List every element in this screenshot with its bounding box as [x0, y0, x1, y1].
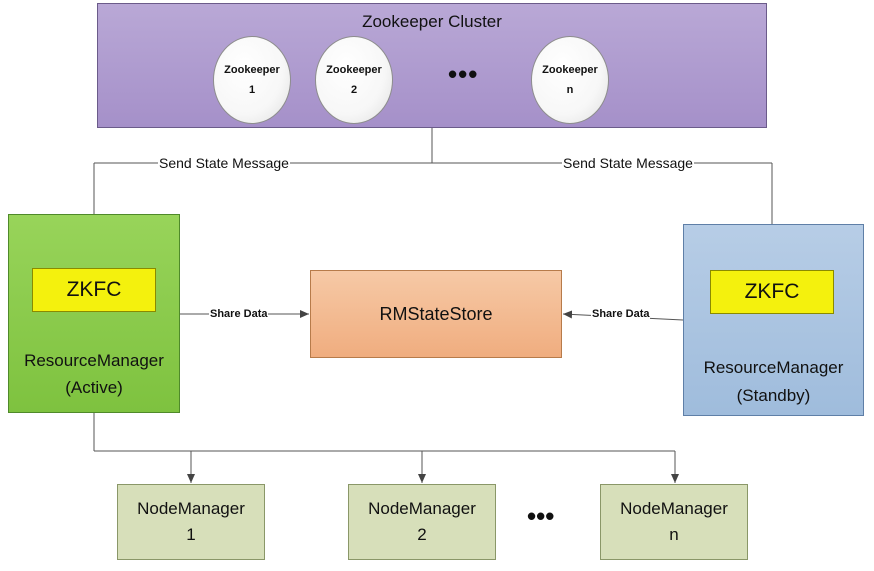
node-manager-id: 2: [417, 525, 427, 544]
node-manager-name: NodeManager: [620, 499, 728, 518]
zookeeper-ellipsis: •••: [448, 59, 479, 89]
send-state-label-left: Send State Message: [158, 155, 290, 171]
node-manager-name: NodeManager: [368, 499, 476, 518]
rm-state-store: RMStateStore: [310, 270, 562, 358]
node-manager-id: n: [669, 525, 679, 544]
share-data-label-right: Share Data: [591, 307, 651, 321]
rm-standby-title: ResourceManager: [703, 358, 844, 377]
node-manager-1: NodeManager 1: [117, 484, 265, 560]
zkfc-active: ZKFC: [32, 268, 156, 312]
send-state-label-right: Send State Message: [562, 155, 694, 171]
zookeeper-node-name: Zookeeper: [326, 64, 382, 76]
zkfc-standby: ZKFC: [710, 270, 834, 314]
node-manager-name: NodeManager: [137, 499, 245, 518]
zookeeper-node-id: 2: [350, 84, 358, 96]
resource-manager-standby: ZKFC ResourceManager (Standby): [683, 224, 864, 416]
zookeeper-cluster: Zookeeper Cluster Zookeeper 1 Zookeeper …: [97, 3, 767, 128]
zookeeper-node-2: Zookeeper 2: [315, 36, 393, 124]
zookeeper-node-n: Zookeeper n: [531, 36, 609, 124]
share-data-label-left: Share Data: [209, 307, 269, 321]
zookeeper-cluster-title: Zookeeper Cluster: [362, 12, 502, 31]
rm-standby-state: (Standby): [736, 386, 811, 405]
rm-active-title: ResourceManager: [24, 351, 164, 370]
zookeeper-node-name: Zookeeper: [224, 64, 280, 76]
zookeeper-node-id: 1: [248, 84, 256, 96]
zookeeper-node-id: n: [566, 84, 574, 96]
rm-active-state: (Active): [65, 378, 123, 397]
resource-manager-active: ZKFC ResourceManager (Active): [8, 214, 180, 413]
node-manager-n: NodeManager n: [600, 484, 748, 560]
node-manager-ellipsis: •••: [527, 501, 555, 531]
node-manager-2: NodeManager 2: [348, 484, 496, 560]
zookeeper-node-name: Zookeeper: [542, 64, 598, 76]
node-manager-id: 1: [186, 525, 196, 544]
zookeeper-node-1: Zookeeper 1: [213, 36, 291, 124]
